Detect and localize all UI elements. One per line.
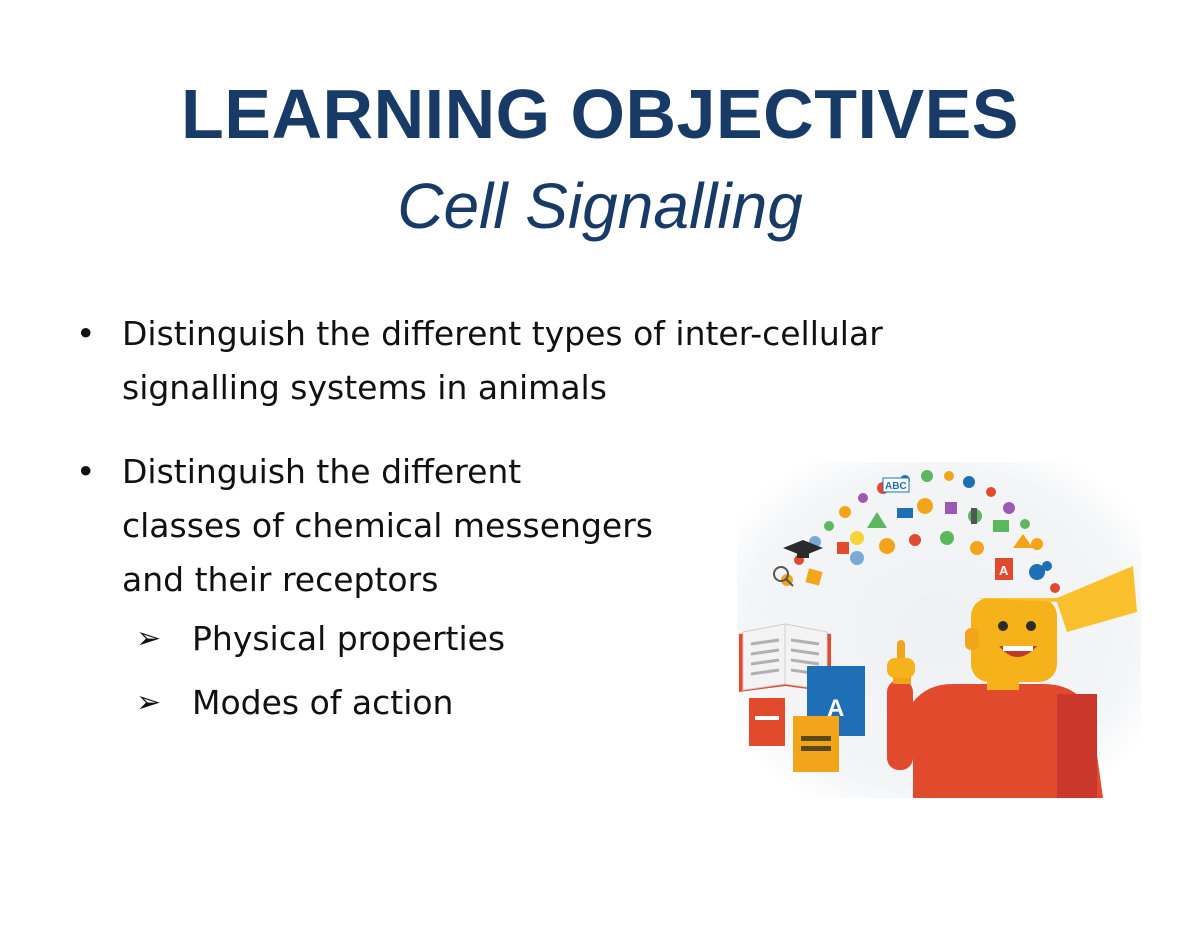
letter-a-sticker: A [999,563,1009,578]
svg-text:A: A [827,695,844,722]
sub-bullet-item: ➢ Physical properties [74,607,1034,671]
learning-illustration: A ABC [737,462,1141,798]
books-stack-icon: A [749,666,865,772]
sub-bullet-text: Physical properties [192,619,506,658]
bullet-line: signalling systems in animals [122,368,607,407]
bullet-dot-icon: • [76,452,96,491]
learning-boy-icon: A ABC [737,462,1141,798]
bullet-line: Distinguish the different types of inter… [122,314,883,353]
bullet-item: • Distinguish the different classes of c… [74,445,1034,607]
bullet-line: Distinguish the different [122,452,522,491]
magnifier-icon [773,566,789,582]
slide-title: LEARNING OBJECTIVES [181,75,1019,153]
abc-sticker: ABC [885,481,907,492]
open-book-icon [739,623,831,692]
arrow-bullet-icon: ➢ [136,621,162,656]
boy-character [887,566,1137,798]
bullet-line: and their receptors [122,560,439,599]
microscope-icon [971,508,977,524]
bullet-line: classes of chemical messengers [122,506,653,545]
sub-bullet-item: ➢ Modes of action [74,671,1034,735]
bullet-list: • Distinguish the different types of int… [74,307,1034,735]
graduation-cap-icon [783,540,823,556]
ideas-arc: A ABC [773,470,1060,593]
lightbulb-icon [850,531,864,545]
bullet-dot-icon: • [76,314,96,353]
slide-subtitle: Cell Signalling [397,170,803,242]
arrow-bullet-icon: ➢ [136,685,162,720]
bullet-item: • Distinguish the different types of int… [74,307,1034,415]
sub-bullet-text: Modes of action [192,683,454,722]
